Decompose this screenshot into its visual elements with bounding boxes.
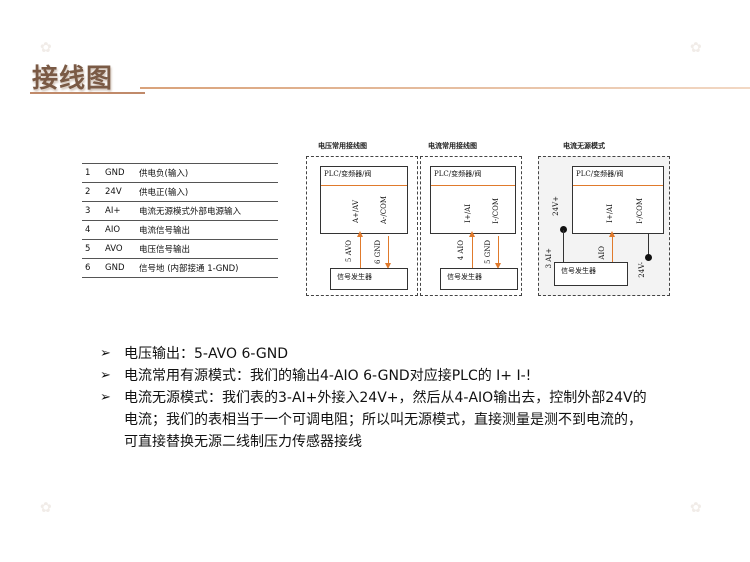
output-terminal-label: 5 GND <box>484 240 492 265</box>
diagram-current-active <box>420 156 522 296</box>
list-item: ➢ 电压输出：5-AVO 6-GND <box>100 343 660 365</box>
diagram-title-voltage: 电压常用接线图 <box>318 142 367 150</box>
background-watermark: ✿ <box>690 500 702 516</box>
plc-label: PLC/变频器/阀 <box>576 170 624 178</box>
diagram-title-current-active: 电流常用接线图 <box>428 142 477 150</box>
diagram-title-current-passive: 电流无源模式 <box>563 142 605 150</box>
page-title: 接线图 <box>32 64 114 94</box>
signal-generator-box: 信号发生器 <box>330 268 408 290</box>
notes-list: ➢ 电压输出：5-AVO 6-GND ➢ 电流常用有源模式：我们的输出4-AIO 6-… <box>100 343 660 453</box>
pin-pin-cell: 24V <box>102 182 136 202</box>
diagram-voltage <box>306 156 418 296</box>
output-terminal-label: 6 GND <box>374 240 382 265</box>
pin-desc-cell: 电压信号输出 <box>136 239 278 259</box>
plc-box-voltage: PLC/变频器/阀 <box>320 166 408 234</box>
plc-label: PLC/变频器/阀 <box>434 170 482 178</box>
external-supply-label: 24V- <box>638 262 646 278</box>
terminal-label: I+/AI <box>464 204 472 223</box>
return-wire <box>648 234 649 256</box>
terminal-label: I-/COM <box>636 198 644 224</box>
pin-desc-cell: 信号地 (内部接通 1-GND) <box>136 258 278 278</box>
signal-arrow <box>495 236 501 269</box>
plc-label: PLC/变频器/阀 <box>324 170 372 178</box>
plc-box-current-passive: PLC/变频器/阀 <box>572 166 664 234</box>
background-watermark: ✿ <box>690 40 702 56</box>
bullet-marker-icon: ➢ <box>100 390 111 405</box>
title-divider <box>140 87 750 89</box>
pin-desc-cell: 供电负(输入) <box>136 163 278 183</box>
pin-desc-cell: 电流无源模式外部电源输入 <box>136 201 278 221</box>
pin-num-cell: 1 <box>82 163 102 183</box>
bullet-text: 电流无源模式：我们表的3-AI+外接入24V+，然后从4-AIO输出去，控制外部… <box>124 390 647 450</box>
pin-pin-cell: GND <box>102 163 136 183</box>
title-underline <box>30 92 145 94</box>
terminal-label: I-/COM <box>492 198 500 224</box>
pin-desc-cell: 供电正(输入) <box>136 182 278 202</box>
background-watermark: ✿ <box>40 500 52 516</box>
signal-arrow <box>469 231 475 268</box>
list-item: ➢ 电流常用有源模式：我们的输出4-AIO 6-GND对应接PLC的 I+ I-! <box>100 365 660 387</box>
signal-arrow <box>357 231 363 268</box>
pin-num-cell: 5 <box>82 239 102 259</box>
pin-pin-cell: AI+ <box>102 201 136 221</box>
pin-pin-cell: AVO <box>102 239 136 259</box>
bullet-text: 电流常用有源模式：我们的输出4-AIO 6-GND对应接PLC的 I+ I-! <box>124 368 532 384</box>
input-terminal-label: 3 AI+ <box>545 248 553 269</box>
signal-generator-box: 信号发生器 <box>554 262 628 286</box>
plc-box-current-active: PLC/变频器/阀 <box>430 166 516 234</box>
terminal-label: I+/AI <box>606 204 614 223</box>
terminal-label: A+/AV <box>352 200 360 224</box>
pin-num-cell: 6 <box>82 258 102 278</box>
output-terminal-label: 4 AIO <box>457 240 465 261</box>
pin-desc-cell: 电流信号输出 <box>136 220 278 240</box>
output-terminal-label: 5 AVO <box>345 240 353 263</box>
bullet-marker-icon: ➢ <box>100 346 111 361</box>
pin-num-cell: 2 <box>82 182 102 202</box>
external-supply-label: 24V+ <box>552 196 560 216</box>
signal-arrow <box>385 236 391 269</box>
signal-arrow <box>609 231 615 268</box>
pin-num-cell: 3 <box>82 201 102 221</box>
pin-pin-cell: GND <box>102 258 136 278</box>
supply-wire <box>563 230 564 268</box>
bullet-text: 电压输出：5-AVO 6-GND <box>124 346 289 362</box>
terminal-label: A-/COM <box>380 196 388 225</box>
connection-dot <box>645 254 652 261</box>
connection-dot <box>560 226 567 233</box>
pin-pin-cell: AIO <box>102 220 136 240</box>
signal-generator-box: 信号发生器 <box>440 268 518 290</box>
pin-num-cell: 4 <box>82 220 102 240</box>
list-item: ➢ 电流无源模式：我们表的3-AI+外接入24V+，然后从4-AIO输出去，控制外… <box>100 387 660 453</box>
background-watermark: ✿ <box>40 40 52 56</box>
bullet-marker-icon: ➢ <box>100 368 111 383</box>
